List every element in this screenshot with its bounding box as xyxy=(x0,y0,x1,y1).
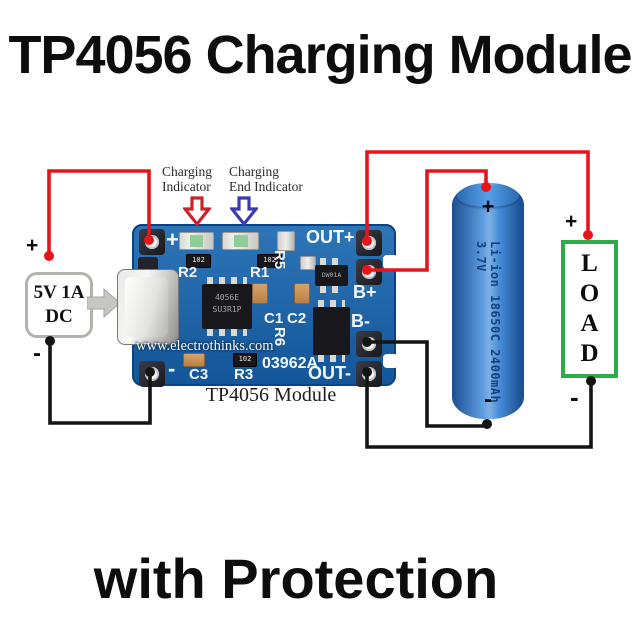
ic-pins xyxy=(318,355,345,362)
pcb-notch xyxy=(383,354,398,368)
capacitor-chip xyxy=(277,231,295,251)
module-caption: TP4056 Module xyxy=(205,384,337,406)
dc-minus-label: - xyxy=(33,340,41,367)
dc-source-box: 5V 1A DC xyxy=(25,272,93,338)
silk-minus: - xyxy=(168,356,176,381)
dc-to-usb-arrow-icon xyxy=(87,288,121,318)
ic-pins xyxy=(207,329,247,336)
tp4056-ic: 4056E SU3R1P xyxy=(202,277,252,336)
ic-marking: 4056E xyxy=(214,293,240,302)
silk-r2: R2 xyxy=(178,264,198,281)
load-letter: D xyxy=(580,340,599,367)
junction-dot xyxy=(482,419,492,429)
charging-end-indicator-arrow xyxy=(230,196,258,226)
resistor-chip: 102 xyxy=(233,353,257,367)
capacitor-chip xyxy=(300,256,316,270)
battery-18650: + Li-ion 18650C 2400mAh 3.7V - xyxy=(452,183,524,419)
watermark: www.electrothinks.com xyxy=(136,338,274,354)
silk-b-minus: B- xyxy=(351,311,370,331)
charge-led xyxy=(179,232,214,250)
dw01a-ic: DW01A xyxy=(315,258,348,293)
capacitor-chip xyxy=(294,283,310,304)
load-box: L O A D xyxy=(561,240,618,378)
ic-pins xyxy=(320,286,343,293)
silk-r3: R3 xyxy=(234,366,254,383)
resistor-chip: 102 xyxy=(186,254,211,268)
load-letter: L xyxy=(581,250,598,277)
capacitor-chip xyxy=(183,353,205,367)
ic-pins xyxy=(207,277,247,284)
silk-r1: R1 xyxy=(250,264,270,281)
silk-r6: R6 xyxy=(271,327,288,347)
silk-c1: C1 xyxy=(264,310,284,327)
load-letter: A xyxy=(580,310,599,337)
capacitor-chip xyxy=(252,283,268,304)
battery-plus-label: + xyxy=(481,194,495,219)
resistor-chip: 102 xyxy=(257,254,282,268)
micro-usb-port xyxy=(117,269,179,345)
tp4056-module-board: 102 102 4056E SU3R1P DW01A 102 xyxy=(117,224,398,387)
junction-dot xyxy=(44,251,54,261)
silk-plus: + xyxy=(166,227,179,252)
dc-source-line2: DC xyxy=(45,306,73,327)
charging-indicator-label: Charging Indicator xyxy=(162,164,212,195)
pad-in-plus xyxy=(139,229,165,255)
silk-r5: R5 xyxy=(271,250,288,270)
load-letter: O xyxy=(579,280,600,307)
silk-c2: C2 xyxy=(287,310,307,327)
ic-marking: SU3R1P xyxy=(212,305,242,314)
page-title: TP4056 Charging Module xyxy=(8,25,632,85)
silk-c3: C3 xyxy=(189,366,209,383)
pad-out-minus xyxy=(356,361,382,387)
battery-minus-label: - xyxy=(484,386,492,413)
silk-out-plus: OUT+ xyxy=(306,227,355,247)
silk-out-minus: OUT- xyxy=(308,363,351,383)
junction-dot xyxy=(583,230,593,240)
ic-pins xyxy=(320,258,343,265)
mosfet-ic xyxy=(313,300,350,362)
dc-source-line1: 5V 1A xyxy=(33,282,85,304)
full-led xyxy=(222,232,259,250)
dc-plus-label: + xyxy=(26,234,39,257)
load-minus-label: - xyxy=(570,382,579,412)
silk-part-number: 03962A xyxy=(262,355,319,372)
ic-marking: DW01A xyxy=(321,271,342,279)
pad-out-plus xyxy=(356,230,382,256)
pad-in-minus xyxy=(139,361,165,387)
pcb-notch xyxy=(383,255,398,269)
silk-b-plus: B+ xyxy=(353,282,377,302)
charging-indicator-arrow xyxy=(183,196,211,226)
page-subtitle: with Protection xyxy=(93,547,499,610)
charging-end-indicator-label: Charging End Indicator xyxy=(229,164,303,195)
ic-pins xyxy=(318,300,345,307)
load-plus-label: + xyxy=(565,210,578,233)
